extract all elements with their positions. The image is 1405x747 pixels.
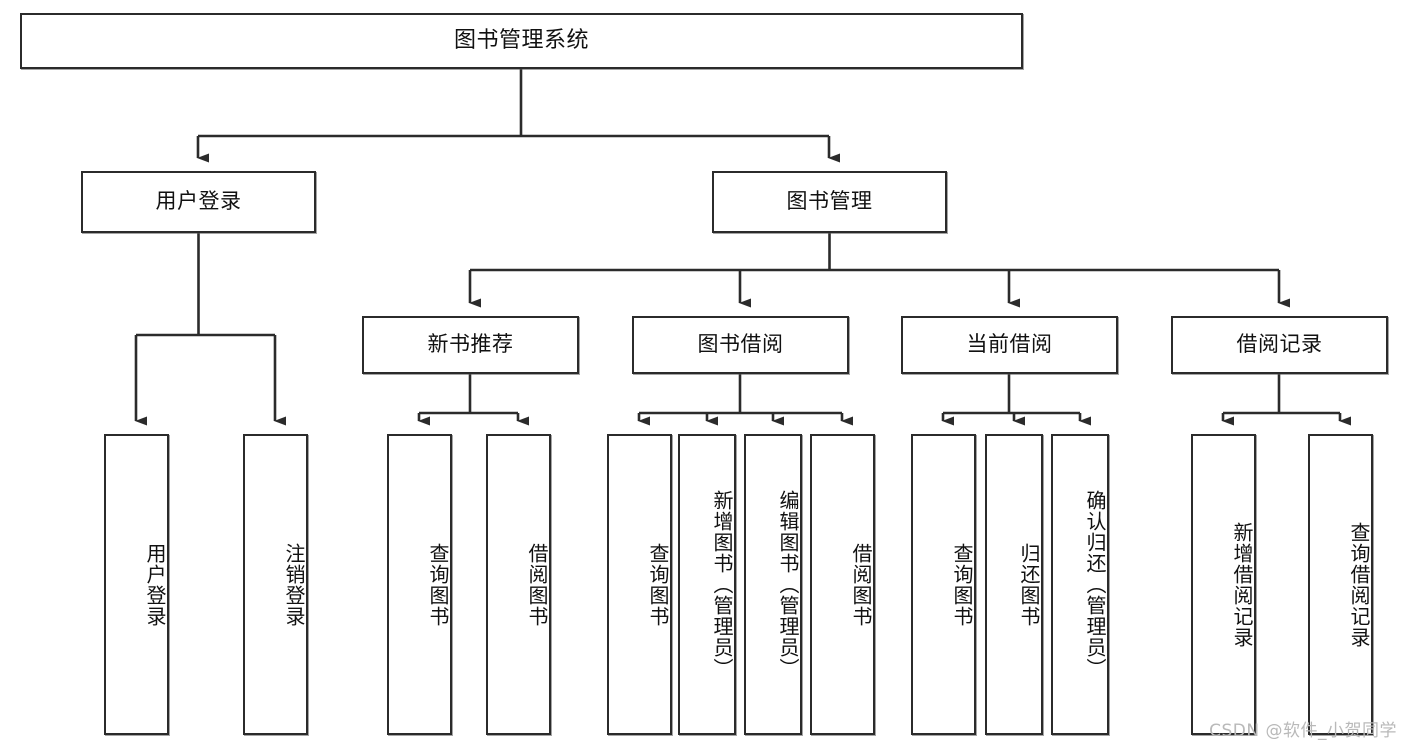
node-leaf-8[interactable]: 查询图书 <box>911 434 976 735</box>
node-leaf-7[interactable]: 借阅图书 <box>810 434 875 735</box>
node-level3-0[interactable]: 新书推荐 <box>362 316 579 374</box>
node-leaf-4[interactable]: 查询图书 <box>607 434 672 735</box>
node-level3-3[interactable]: 借阅记录 <box>1171 316 1388 374</box>
node-label: 注销登录 <box>282 542 306 627</box>
node-leaf-6[interactable]: 编辑图书（管理员） <box>744 434 802 735</box>
node-label: 用户登录 <box>155 189 242 214</box>
node-leaf-0[interactable]: 用户登录 <box>104 434 169 735</box>
node-label: 新增图书（管理员） <box>710 490 734 679</box>
node-label: 图书管理系统 <box>453 27 589 53</box>
node-leaf-12[interactable]: 查询借阅记录 <box>1308 434 1373 735</box>
node-label: 借阅记录 <box>1236 332 1323 357</box>
node-label: 借阅图书 <box>849 542 873 627</box>
node-label: 图书借阅 <box>697 332 784 357</box>
node-label: 查询图书 <box>426 542 450 627</box>
node-leaf-10[interactable]: 确认归还（管理员） <box>1051 434 1109 735</box>
node-level2-0[interactable]: 用户登录 <box>81 171 316 233</box>
node-label: 新增借阅记录 <box>1230 521 1254 648</box>
node-label: 确认归还（管理员） <box>1083 490 1107 679</box>
node-label: 新书推荐 <box>427 332 514 357</box>
node-leaf-5[interactable]: 新增图书（管理员） <box>678 434 736 735</box>
connector-lines <box>134 69 1351 426</box>
node-label: 用户登录 <box>143 542 167 627</box>
node-label: 图书管理 <box>786 189 873 214</box>
node-root[interactable]: 图书管理系统 <box>20 13 1023 69</box>
node-label: 当前借阅 <box>966 332 1053 357</box>
node-leaf-1[interactable]: 注销登录 <box>243 434 308 735</box>
node-level3-2[interactable]: 当前借阅 <box>901 316 1118 374</box>
node-leaf-2[interactable]: 查询图书 <box>387 434 452 735</box>
node-label: 归还图书 <box>1017 542 1041 627</box>
node-label: 查询借阅记录 <box>1347 521 1371 648</box>
node-leaf-9[interactable]: 归还图书 <box>985 434 1043 735</box>
node-leaf-11[interactable]: 新增借阅记录 <box>1191 434 1256 735</box>
node-label: 查询图书 <box>950 542 974 627</box>
node-label: 借阅图书 <box>525 542 549 627</box>
node-label: 编辑图书（管理员） <box>776 490 800 679</box>
node-label: 查询图书 <box>646 542 670 627</box>
node-level2-1[interactable]: 图书管理 <box>712 171 947 233</box>
node-leaf-3[interactable]: 借阅图书 <box>486 434 551 735</box>
node-level3-1[interactable]: 图书借阅 <box>632 316 849 374</box>
